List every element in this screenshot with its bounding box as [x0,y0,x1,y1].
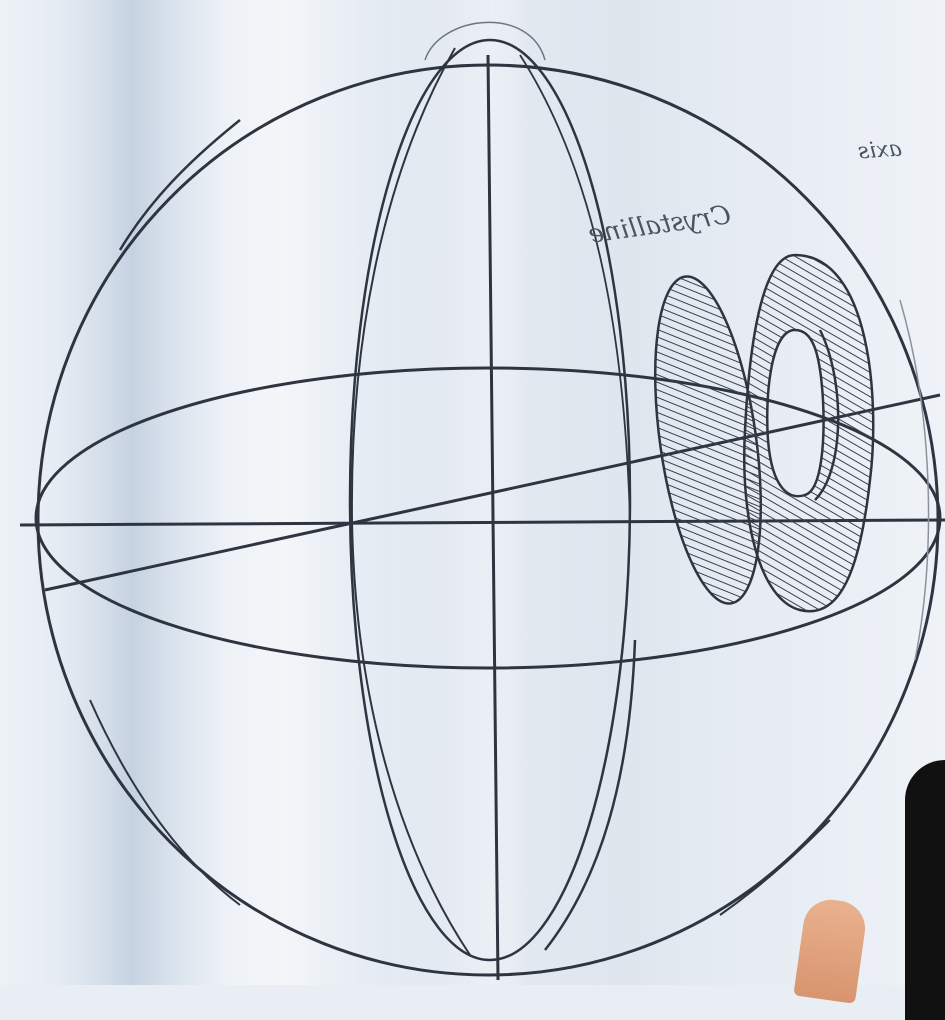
sphere-double-stroke-left [120,120,240,250]
sphere-double-stroke-bottom-left [90,700,240,905]
eye-diagram-sketch [0,0,945,985]
vertical-axis-line [488,55,498,980]
lens-front-shape [744,255,873,611]
presenter-shoulder [905,760,945,1020]
axis-label: axis [857,137,902,165]
glass-board-photo: axis Crystalline [0,0,945,985]
